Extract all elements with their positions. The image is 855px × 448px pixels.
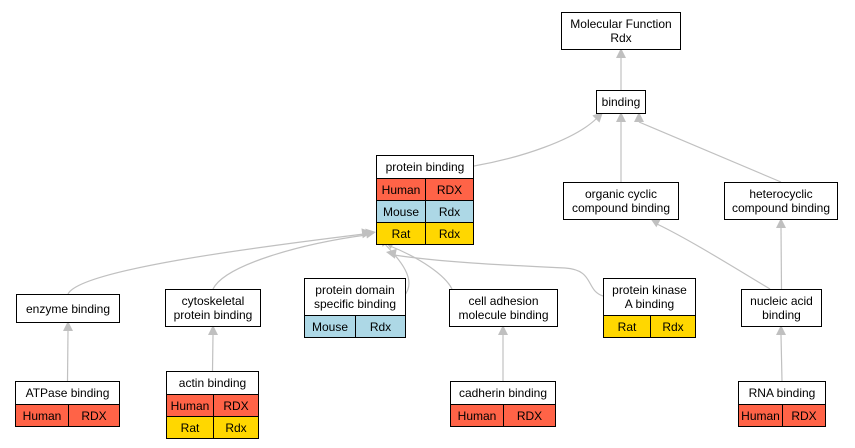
- annotation-row: Mouse Rdx: [377, 200, 473, 222]
- edge-actin-binding-to-cytoskeletal-protein-binding: [211, 334, 214, 372]
- annotation-row: Rat Rdx: [377, 222, 473, 244]
- gene-cell: Rdx: [438, 204, 461, 219]
- annotation-row: Rat Rdx: [167, 416, 258, 438]
- edge-cytoskeletal-protein-binding-to-protein-binding: [212, 234, 367, 290]
- node-title: enzyme binding: [25, 301, 111, 316]
- edge-heterocyclic-compound-binding-to-binding: [638, 121, 782, 183]
- node-binding: binding: [596, 90, 646, 114]
- edge-protein-binding-to-binding: [473, 117, 598, 167]
- node-heterocyclic-compound-binding: heterocyclic compound binding: [724, 182, 838, 220]
- arrowhead-binding-to-molecular-function: [616, 48, 626, 58]
- node-title: cytoskeletal protein binding: [173, 294, 253, 322]
- node-molecular-function: Molecular Function Rdx: [561, 12, 681, 50]
- node-title: protein kinase A binding: [612, 283, 687, 311]
- annotation-row: Human RDX: [167, 394, 258, 416]
- edge-cell-adhesion-molecule-binding-to-protein-binding: [389, 245, 453, 290]
- node-organic-cyclic-compound-binding: organic cyclic compound binding: [563, 182, 679, 220]
- edge-protein-domain-specific-binding-to-protein-binding: [382, 241, 410, 297]
- arrowhead-organic-cyclic-compound-binding-to-binding: [616, 112, 626, 122]
- node-title: nucleic acid binding: [750, 294, 813, 322]
- edge-atpase-binding-to-enzyme-binding: [66, 330, 69, 382]
- arrowhead-cytoskeletal-protein-binding-to-protein-binding: [365, 228, 376, 239]
- arrowhead-atpase-binding-to-enzyme-binding: [63, 321, 73, 331]
- node-title: heterocyclic compound binding: [731, 187, 831, 215]
- arrowhead-protein-kinase-a-binding-to-protein-binding: [386, 248, 397, 259]
- gene-cell: RDX: [81, 408, 107, 423]
- gene-cell: RDX: [516, 408, 543, 423]
- edge-rna-binding-to-nucleic-acid-binding: [780, 334, 783, 382]
- species-cell: Human: [451, 405, 504, 426]
- node-title: actin binding: [178, 376, 247, 390]
- node-title: protein binding: [385, 160, 465, 174]
- species-cell: Rat: [377, 223, 426, 244]
- species-cell: Mouse: [305, 316, 356, 337]
- arrowhead-heterocyclic-compound-binding-to-binding: [634, 112, 644, 122]
- gene-cell: RDX: [223, 398, 249, 413]
- gene-cell: Rdx: [369, 319, 392, 334]
- node-title: binding: [601, 95, 641, 109]
- node-title: protein domain specific binding: [313, 283, 397, 311]
- species-cell: Rat: [604, 316, 651, 337]
- node-cytoskeletal-protein-binding: cytoskeletal protein binding: [165, 289, 261, 327]
- arrowhead-actin-binding-to-cytoskeletal-protein-binding: [208, 325, 218, 335]
- species-cell: Human: [167, 395, 214, 416]
- arrowhead-nucleic-acid-binding-to-heterocyclic-compound-binding: [776, 218, 786, 228]
- species-cell: Human: [16, 405, 69, 426]
- arrowhead-rna-binding-to-nucleic-acid-binding: [776, 325, 786, 335]
- species-cell: Mouse: [377, 201, 426, 222]
- edge-enzyme-binding-to-protein-binding: [67, 233, 365, 295]
- node-title: ATPase binding: [25, 386, 110, 400]
- node-title: Molecular Function Rdx: [570, 17, 672, 45]
- annotation-row: Mouse Rdx: [305, 315, 405, 337]
- arrowhead-cadherin-binding-to-cell-adhesion-molecule-binding: [498, 325, 508, 335]
- node-enzyme-binding: enzyme binding: [16, 294, 120, 323]
- annotation-row: Human RDX: [451, 404, 555, 426]
- gene-cell: RDX: [436, 182, 463, 197]
- edge-nucleic-acid-binding-to-organic-cyclic-compound-binding: [656, 223, 771, 290]
- edge-nucleic-acid-binding-to-heterocyclic-compound-binding: [780, 227, 783, 290]
- arrowhead-protein-binding-to-binding: [592, 112, 603, 123]
- node-cell-adhesion-molecule-binding: cell adhesion molecule binding: [449, 289, 558, 327]
- arrowhead-nucleic-acid-binding-to-organic-cyclic-compound-binding: [650, 218, 662, 228]
- node-title: cell adhesion molecule binding: [458, 294, 549, 322]
- annotation-row: Rat Rdx: [604, 315, 695, 337]
- node-title: organic cyclic compound binding: [571, 187, 671, 215]
- annotation-row: Human RDX: [739, 404, 825, 426]
- node-title: RNA binding: [748, 386, 816, 400]
- gene-cell: RDX: [791, 408, 817, 423]
- gene-cell: Rdx: [225, 420, 247, 435]
- species-cell: Human: [377, 179, 426, 200]
- node-title: cadherin binding: [458, 386, 548, 400]
- node-nucleic-acid-binding: nucleic acid binding: [741, 289, 822, 327]
- species-cell: Human: [739, 405, 783, 426]
- annotation-row: Human RDX: [377, 178, 473, 200]
- gene-cell: Rdx: [438, 226, 461, 241]
- edge-protein-kinase-a-binding-to-protein-binding: [393, 254, 604, 297]
- annotation-row: Human RDX: [16, 404, 119, 426]
- gene-cell: Rdx: [662, 319, 684, 334]
- species-cell: Rat: [167, 417, 214, 438]
